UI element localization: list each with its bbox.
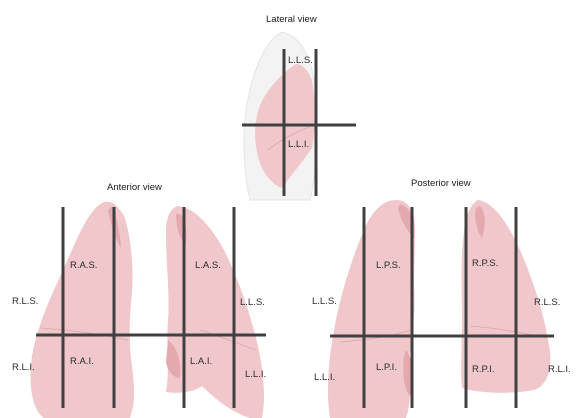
- posterior-rls-label: R.L.S.: [534, 297, 560, 308]
- anterior-lls-label: L.L.S.: [240, 297, 265, 308]
- anterior-view-title: Anterior view: [107, 182, 162, 193]
- posterior-rli-label: R.L.I.: [548, 364, 571, 375]
- posterior-view-title: Posterior view: [411, 178, 471, 189]
- anterior-rls-label: R.L.S.: [12, 296, 38, 307]
- anterior-lli-label: L.L.I.: [245, 369, 266, 380]
- anterior-left-lung: [166, 206, 264, 418]
- posterior-lpi-label: L.P.I.: [376, 362, 397, 373]
- posterior-rps-label: R.P.S.: [472, 258, 498, 269]
- anterior-rai-label: R.A.I.: [70, 356, 94, 367]
- anterior-rli-label: R.L.I.: [12, 362, 35, 373]
- posterior-view: Posterior view L.P.S. L.P.I. R.P.S. R.P.…: [312, 178, 571, 418]
- anterior-las-label: L.A.S.: [195, 260, 221, 271]
- posterior-rpi-label: R.P.I.: [472, 364, 495, 375]
- anterior-ras-label: R.A.S.: [70, 260, 97, 271]
- anterior-lai-label: L.A.I.: [190, 356, 212, 367]
- posterior-lls-label: L.L.S.: [312, 296, 337, 307]
- posterior-lli-label: L.L.I.: [314, 372, 335, 383]
- lateral-upper-label: L.L.S.: [288, 55, 313, 66]
- posterior-left-lung: [328, 200, 415, 418]
- lateral-view: Lateral view L.L.S. L.L.I.: [242, 14, 356, 200]
- lateral-view-title: Lateral view: [266, 14, 317, 25]
- posterior-lps-label: L.P.S.: [376, 260, 401, 271]
- anterior-view: Anterior view R.A.S. R.A.I. L.A.S. L.A.I…: [12, 182, 266, 418]
- lateral-lower-label: L.L.I.: [288, 139, 309, 150]
